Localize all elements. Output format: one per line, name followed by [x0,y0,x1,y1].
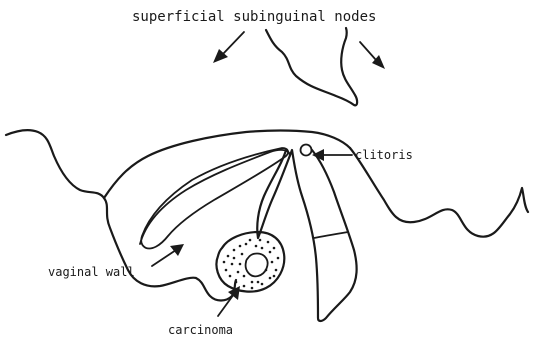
vaginal-wall-line [140,150,290,244]
stipple-dot [235,281,238,284]
arrow-nodes-left [213,32,244,63]
stipple-dot [227,255,230,258]
stipple-dot [241,253,244,256]
label-carcinoma: carcinoma [168,323,233,337]
central-division-line [314,232,348,238]
stipple-dot [265,269,268,272]
carcinoma-stippling [223,239,280,290]
stipple-dot [271,261,274,264]
stipple-dot [277,257,280,260]
label-clitoris: clitoris [355,148,413,162]
stipple-dot [225,269,228,272]
stipple-dot [269,277,272,280]
lymphatic-channel [266,28,357,105]
stipple-dot [233,249,236,252]
stipple-dot [257,281,260,284]
stipple-dot [245,243,248,246]
stipple-dot [249,239,252,242]
stipple-dot [229,275,232,278]
clitoris-glans [301,145,312,156]
stipple-dot [243,275,246,278]
stipple-dot [243,285,246,288]
stipple-dot [275,269,278,272]
stipple-dot [261,283,264,286]
stipple-dot [223,261,226,264]
carcinoma-core [246,254,268,277]
stipple-dot [273,275,276,278]
stipple-dot [239,263,242,266]
stipple-dot [273,247,276,250]
stipple-dot [269,251,272,254]
stipple-dot [255,245,258,248]
label-superficial-subinguinal-nodes: superficial subinguinal nodes [132,9,376,25]
stipple-dot [267,241,270,244]
stipple-dot [237,271,240,274]
stipple-dot [233,257,236,260]
stipple-dot [251,281,254,284]
stipple-dot [261,247,264,250]
stipple-dot [239,245,242,248]
label-vaginal-wall: vaginal wall [48,265,135,279]
stipple-dot [231,263,234,266]
arrow-nodes-right [360,42,385,69]
stipple-dot [259,239,262,242]
stipple-dot [251,287,254,290]
